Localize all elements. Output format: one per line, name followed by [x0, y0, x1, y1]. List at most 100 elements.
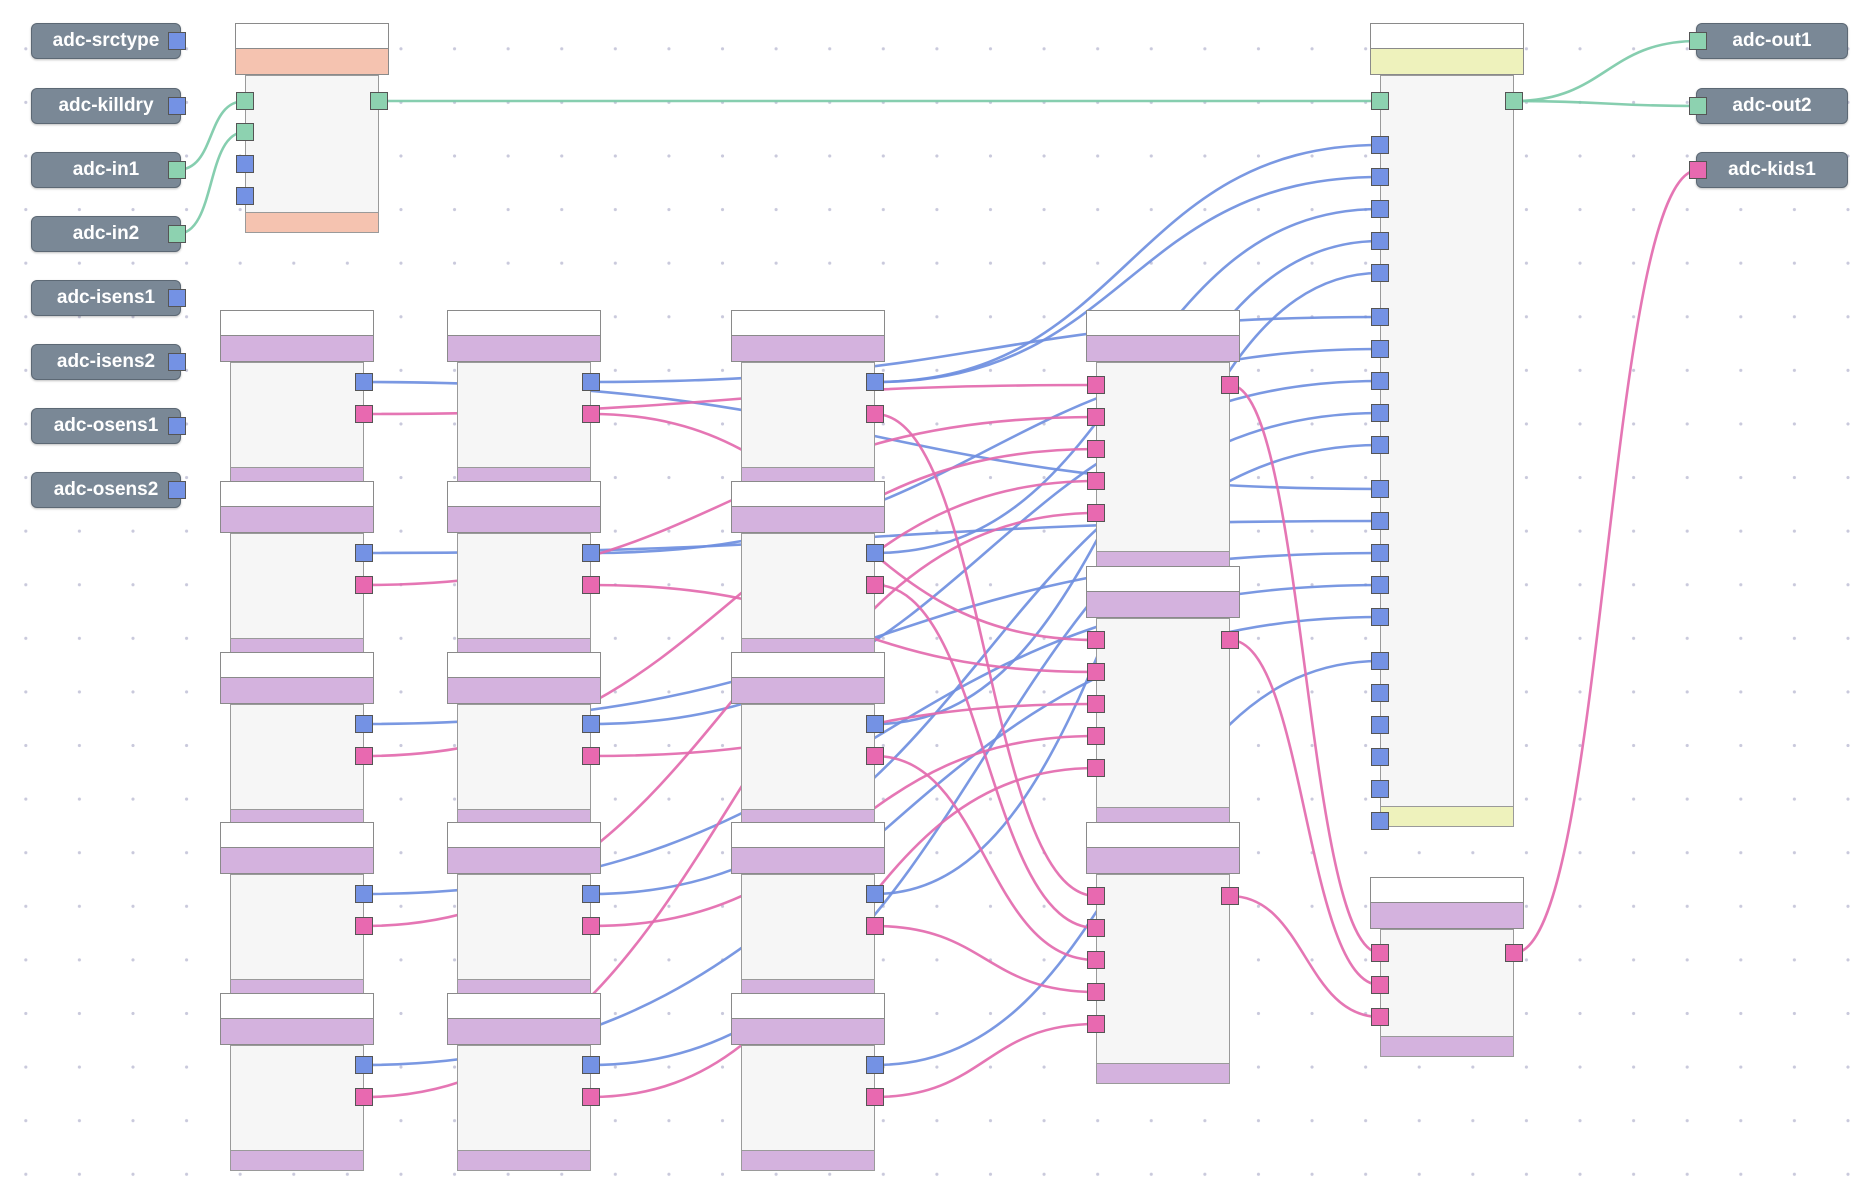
module-eq-input-1[interactable] [1371, 976, 1389, 994]
module-q-output-0[interactable] [1221, 887, 1239, 905]
module-gain2-type[interactable] [220, 507, 374, 533]
io-isens1[interactable]: adc-isens1 [31, 280, 181, 316]
module-mono-input-3[interactable] [236, 187, 254, 205]
module-q3-output-1[interactable] [866, 747, 884, 765]
module-q4-title[interactable] [731, 822, 885, 848]
io-in2-port[interactable] [168, 225, 186, 243]
io-isens1-port[interactable] [168, 289, 186, 307]
io-out1[interactable]: adc-out1 [1696, 23, 1848, 59]
module-eqn-input-11[interactable] [1371, 480, 1389, 498]
module-gain4-type[interactable] [220, 848, 374, 874]
module-q-input-4[interactable] [1087, 1015, 1105, 1033]
module-freq-title[interactable] [1086, 566, 1240, 592]
io-in1[interactable]: adc-in1 [31, 152, 181, 188]
io-kids1-port[interactable] [1689, 161, 1707, 179]
module-gain1-title[interactable] [220, 310, 374, 336]
wire-q1-out0-to-eqn-in1[interactable] [874, 143, 1381, 384]
module-boost-output-0[interactable] [1221, 376, 1239, 394]
io-osens2-port[interactable] [168, 481, 186, 499]
module-q1-type[interactable] [731, 336, 885, 362]
module-q3-type[interactable] [731, 678, 885, 704]
module-freq-input-1[interactable] [1087, 663, 1105, 681]
module-q1-output-1[interactable] [866, 405, 884, 423]
module-eqn-input-5[interactable] [1371, 264, 1389, 282]
module-gain4-body[interactable] [230, 874, 364, 980]
module-eqn-type[interactable] [1370, 49, 1524, 75]
module-eq-body[interactable] [1380, 929, 1514, 1037]
module-f2-body[interactable] [457, 533, 591, 639]
module-eq-input-2[interactable] [1371, 1008, 1389, 1026]
module-q-title[interactable] [1086, 822, 1240, 848]
module-f2-output-0[interactable] [582, 544, 600, 562]
module-boost-input-4[interactable] [1087, 504, 1105, 522]
wire-q3-out1-to-q-in2[interactable] [874, 754, 1097, 962]
module-q2-output-0[interactable] [866, 544, 884, 562]
module-eqn-input-3[interactable] [1371, 200, 1389, 218]
module-boost-input-3[interactable] [1087, 472, 1105, 490]
wire-q2-out1-to-q-in1[interactable] [874, 583, 1097, 930]
module-q4-type[interactable] [731, 848, 885, 874]
module-f4-output-0[interactable] [582, 885, 600, 903]
module-q5-type[interactable] [731, 1019, 885, 1045]
module-eqn-input-20[interactable] [1371, 780, 1389, 798]
module-eqn-input-17[interactable] [1371, 684, 1389, 702]
module-eqn-input-15[interactable] [1371, 608, 1389, 626]
module-gain4-title[interactable] [220, 822, 374, 848]
module-q3-output-0[interactable] [866, 715, 884, 733]
module-freq-input-2[interactable] [1087, 695, 1105, 713]
module-gain5-output-1[interactable] [355, 1088, 373, 1106]
module-f1-output-0[interactable] [582, 373, 600, 391]
module-gain5-type[interactable] [220, 1019, 374, 1045]
module-gain3-output-0[interactable] [355, 715, 373, 733]
module-f5-title[interactable] [447, 993, 601, 1019]
io-in1-port[interactable] [168, 161, 186, 179]
module-mono-input-2[interactable] [236, 155, 254, 173]
wire-q-out0-to-eq-in2[interactable] [1229, 894, 1381, 1019]
module-freq-output-0[interactable] [1221, 631, 1239, 649]
wire-boost-out0-to-eq-in0[interactable] [1229, 383, 1381, 955]
io-out2[interactable]: adc-out2 [1696, 88, 1848, 124]
module-boost-body[interactable] [1096, 362, 1230, 552]
module-f5-type[interactable] [447, 1019, 601, 1045]
module-eqn-input-6[interactable] [1371, 308, 1389, 326]
module-q1-body[interactable] [741, 362, 875, 468]
wire-freq-out0-to-eq-in1[interactable] [1229, 638, 1381, 987]
module-q3-title[interactable] [731, 652, 885, 678]
module-eqn-input-4[interactable] [1371, 232, 1389, 250]
module-eqn-title[interactable] [1370, 23, 1524, 49]
io-killdry[interactable]: adc-killdry [31, 88, 181, 124]
module-f1-output-1[interactable] [582, 405, 600, 423]
module-f3-body[interactable] [457, 704, 591, 810]
module-gain3-type[interactable] [220, 678, 374, 704]
module-mono-title[interactable] [235, 23, 389, 49]
module-q-type[interactable] [1086, 848, 1240, 874]
module-q5-output-0[interactable] [866, 1056, 884, 1074]
module-eqn-input-18[interactable] [1371, 716, 1389, 734]
wire-f3-out0-to-eqn-in8[interactable] [590, 379, 1381, 726]
module-mono-input-0[interactable] [236, 92, 254, 110]
io-kids1[interactable]: adc-kids1 [1696, 152, 1848, 188]
module-gain1-output-1[interactable] [355, 405, 373, 423]
module-freq-body[interactable] [1096, 618, 1230, 808]
module-boost-title[interactable] [1086, 310, 1240, 336]
io-isens2[interactable]: adc-isens2 [31, 344, 181, 380]
module-f5-body[interactable] [457, 1045, 591, 1151]
module-gain1-type[interactable] [220, 336, 374, 362]
module-eqn-input-13[interactable] [1371, 544, 1389, 562]
io-in2[interactable]: adc-in2 [31, 216, 181, 252]
module-f4-output-1[interactable] [582, 917, 600, 935]
module-q5-body[interactable] [741, 1045, 875, 1151]
module-eqn-input-19[interactable] [1371, 748, 1389, 766]
io-srctype-port[interactable] [168, 32, 186, 50]
module-f4-title[interactable] [447, 822, 601, 848]
module-boost-input-1[interactable] [1087, 408, 1105, 426]
module-q2-title[interactable] [731, 481, 885, 507]
module-gain3-output-1[interactable] [355, 747, 373, 765]
module-q2-body[interactable] [741, 533, 875, 639]
wire-q1-out1-to-q-in0[interactable] [874, 412, 1097, 898]
module-f2-title[interactable] [447, 481, 601, 507]
module-q-input-3[interactable] [1087, 983, 1105, 1001]
io-out1-port[interactable] [1689, 32, 1707, 50]
module-mono-input-1[interactable] [236, 123, 254, 141]
module-boost-input-2[interactable] [1087, 440, 1105, 458]
